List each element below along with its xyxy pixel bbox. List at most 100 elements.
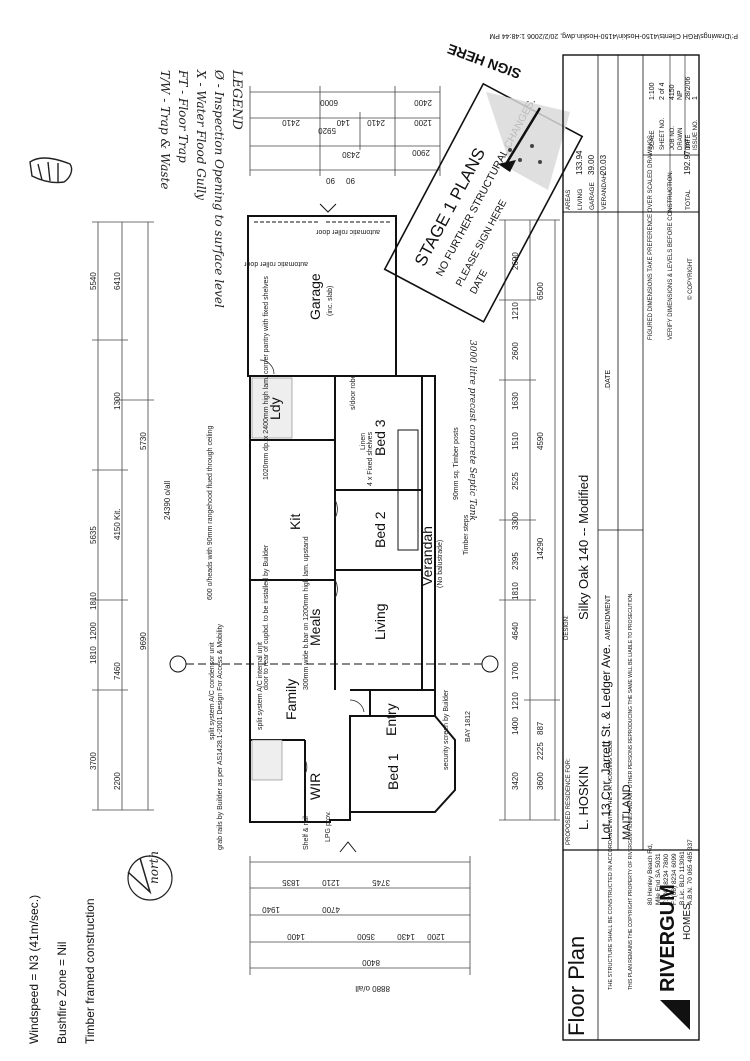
bottom-dimension-lines (499, 219, 560, 821)
issue-value: 1 (692, 96, 699, 100)
dim-label: 5920 (318, 126, 336, 135)
dim-label: 1430 (397, 932, 415, 941)
posts-note: 90mm sq. Timber posts (453, 427, 460, 500)
areas-table: AREAS LIVING 133.94 GARAGE 39.00 VERANDA… (566, 139, 692, 210)
disclaimer: THIS PLAN REMAINS THE COPYRIGHT PROPERTY… (628, 592, 634, 990)
door-cupbd-note: door to rear of cupbd. to be installed b… (263, 544, 270, 690)
dim-label: 2430 (342, 150, 360, 159)
area-value: 20.03 (599, 154, 608, 175)
dim-label: 2525 (511, 472, 520, 490)
dim-label: 90 (346, 176, 355, 185)
ac-note: split system A/C condensor unit (209, 642, 216, 740)
figured-note: VERIFY DIMENSIONS & LEVELS BEFORE CONSTR… (668, 170, 674, 340)
ac-internal-note: split system A/C internal unit (257, 642, 264, 730)
windspeed-note: Windspeed = N3 (41m/sec.) (27, 895, 41, 1044)
overall-dim: 24390 o/all (163, 481, 172, 520)
company-address: 80 Henley Beach Rd, Mile End SA 5031 T: … (647, 839, 694, 905)
top-dimension-labels: 6000 5920 2410 140 2410 2400 1200 2900 2… (282, 98, 432, 185)
dim-label: 1210 (322, 878, 340, 887)
room-label: Entry (383, 703, 399, 736)
dim-label: 1940 (262, 905, 280, 914)
lot-address: Lot. 13 Cnr. Jarrett St. & Ledger Ave. (599, 644, 613, 840)
sign-here-label: SIGN HERE (445, 41, 523, 82)
room-label: Garage (307, 273, 323, 320)
sheet-label: SHEET NO. (660, 117, 666, 150)
dim-label: 1200 (427, 932, 445, 941)
date-label: DATE (686, 134, 692, 150)
lower-left-dimension-lines (249, 856, 471, 975)
dim-label: 2225 (536, 742, 545, 760)
company-sub: HOMES (682, 903, 693, 940)
dim-label: 1210 (511, 302, 520, 320)
title-block: Floor Plan RIVERGUM HOMES THE STRUCTURE … (562, 54, 700, 1041)
dim-label: 6500 (536, 282, 545, 300)
amendment-date-label: .DATE (605, 370, 612, 390)
site-notes: Windspeed = N3 (41m/sec.) Bushfire Zone … (27, 895, 97, 1044)
door-swings (259, 359, 365, 775)
security-note: security screen by Builder (443, 689, 450, 770)
meals-bar-note: 300mm wide b.bar on 1200mm high lam. ups… (303, 536, 310, 690)
dim-label: 3500 (357, 932, 375, 941)
bottom-dimension-labels: 3420 1400 1210 1700 4640 1810 2395 3300 … (511, 252, 545, 790)
septic-tank-note: 3000 litre precast concrete Septic Tank (467, 340, 477, 521)
dim-label: 3300 (511, 512, 520, 530)
dim-label: 4640 (511, 622, 520, 640)
dim-label: 8400 (362, 958, 380, 967)
rangehood-note: 600 o/heads with 90mm rangehood flued th… (207, 426, 214, 600)
legend-line: Ø - Inspection Opening to surface level (212, 69, 226, 308)
overall-dim: 8880 o/all (355, 984, 390, 993)
timber-steps-note: Timber steps (463, 514, 470, 555)
dim-label: 2600 (511, 342, 520, 360)
sheet-info: SCALE 1:100 SHEET NO. 2 of 4 JOB NO. 415… (649, 77, 699, 150)
shelf-rail-note: Shelf & rail (303, 816, 310, 850)
dim-label: 2900 (412, 148, 430, 157)
room-label: WIR (307, 773, 323, 800)
lpg-note: LPG prov. (325, 811, 332, 842)
dim-label: 887 (536, 721, 545, 735)
construction-note: Timber framed construction (83, 898, 97, 1044)
areas-label: AREAS (566, 190, 572, 210)
roller-door-note: automatic roller door (316, 228, 380, 235)
dim-label: 1200 (89, 622, 98, 640)
dim-label: 1810 (89, 646, 98, 664)
plan-notes: 1020mm dp. x 2400mm high lam. corner pan… (207, 228, 477, 850)
dim-label: 140 (336, 118, 350, 127)
dim-label: 1810 (511, 582, 520, 600)
area-name: GARAGE (589, 182, 596, 210)
design-name: Silky Oak 140 -- Modified (576, 475, 591, 620)
dim-label: 2410 (367, 118, 385, 127)
dim-label: 2400 (414, 98, 432, 107)
north-label: north (147, 851, 161, 884)
address-line: 80 Henley Beach Rd, (647, 843, 654, 905)
left-dimension-lines (92, 221, 154, 811)
drawn-label: DRAWN (678, 128, 684, 150)
client-name: L. HOSKIN (576, 766, 591, 830)
dim-label: 1300 (113, 392, 122, 410)
room-label: Bed 1 (385, 753, 401, 790)
legend-line: T/W - Trap & Waste (158, 70, 172, 189)
dim-label: 90 (326, 176, 335, 185)
rivergum-logo: RIVERGUM HOMES (657, 884, 693, 1030)
area-value: 133.94 (575, 150, 584, 175)
sheet-value: 2 of 4 (659, 82, 666, 100)
room-label: Meals (307, 609, 323, 646)
area-name: TOTAL (685, 189, 692, 210)
bushfire-note: Bushfire Zone = Nil (55, 942, 69, 1044)
area-name: LIVING (577, 189, 584, 210)
room-label: Linen (360, 433, 367, 450)
dim-label: 2410 (282, 118, 300, 127)
proposed-residence-label: PROPOSED RESIDENCE FOR: (566, 758, 572, 845)
date-value: 28/2/06 (685, 77, 692, 100)
abn: A.B.N. 70 065 485 337 (687, 839, 694, 905)
dim-label: 9690 (139, 632, 148, 650)
handwritten-legend: LEGEND Ø - Inspection Opening to surface… (158, 69, 244, 308)
dim-label: 1835 (282, 878, 300, 887)
company-name: RIVERGUM (657, 884, 679, 992)
dim-label: 4150 Kit. (113, 508, 122, 540)
figured-note: FIGURED DIMENSIONS TAKE PREFERENCE OVER … (648, 133, 654, 340)
septic-tank (397, 429, 419, 551)
area-value: 192.97 m² (683, 139, 692, 175)
dim-label: 6000 (320, 98, 338, 107)
dim-label: 1210 (511, 692, 520, 710)
